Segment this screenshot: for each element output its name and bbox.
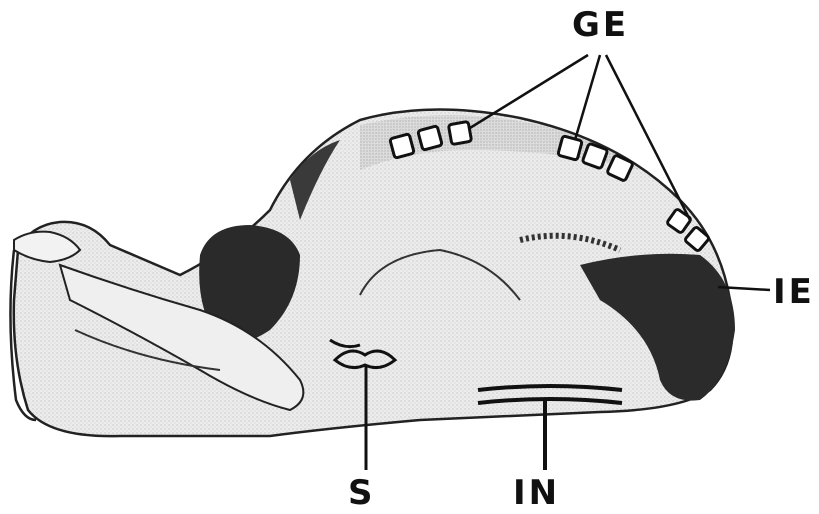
electrode [418, 126, 442, 150]
label-s: S [348, 476, 376, 510]
label-ge: GE [572, 8, 629, 42]
electrode [390, 134, 414, 158]
electrode [448, 121, 471, 144]
electrode [558, 136, 582, 160]
electrode [582, 143, 608, 169]
label-ie: IE [773, 275, 815, 309]
label-in: IN [513, 476, 560, 510]
